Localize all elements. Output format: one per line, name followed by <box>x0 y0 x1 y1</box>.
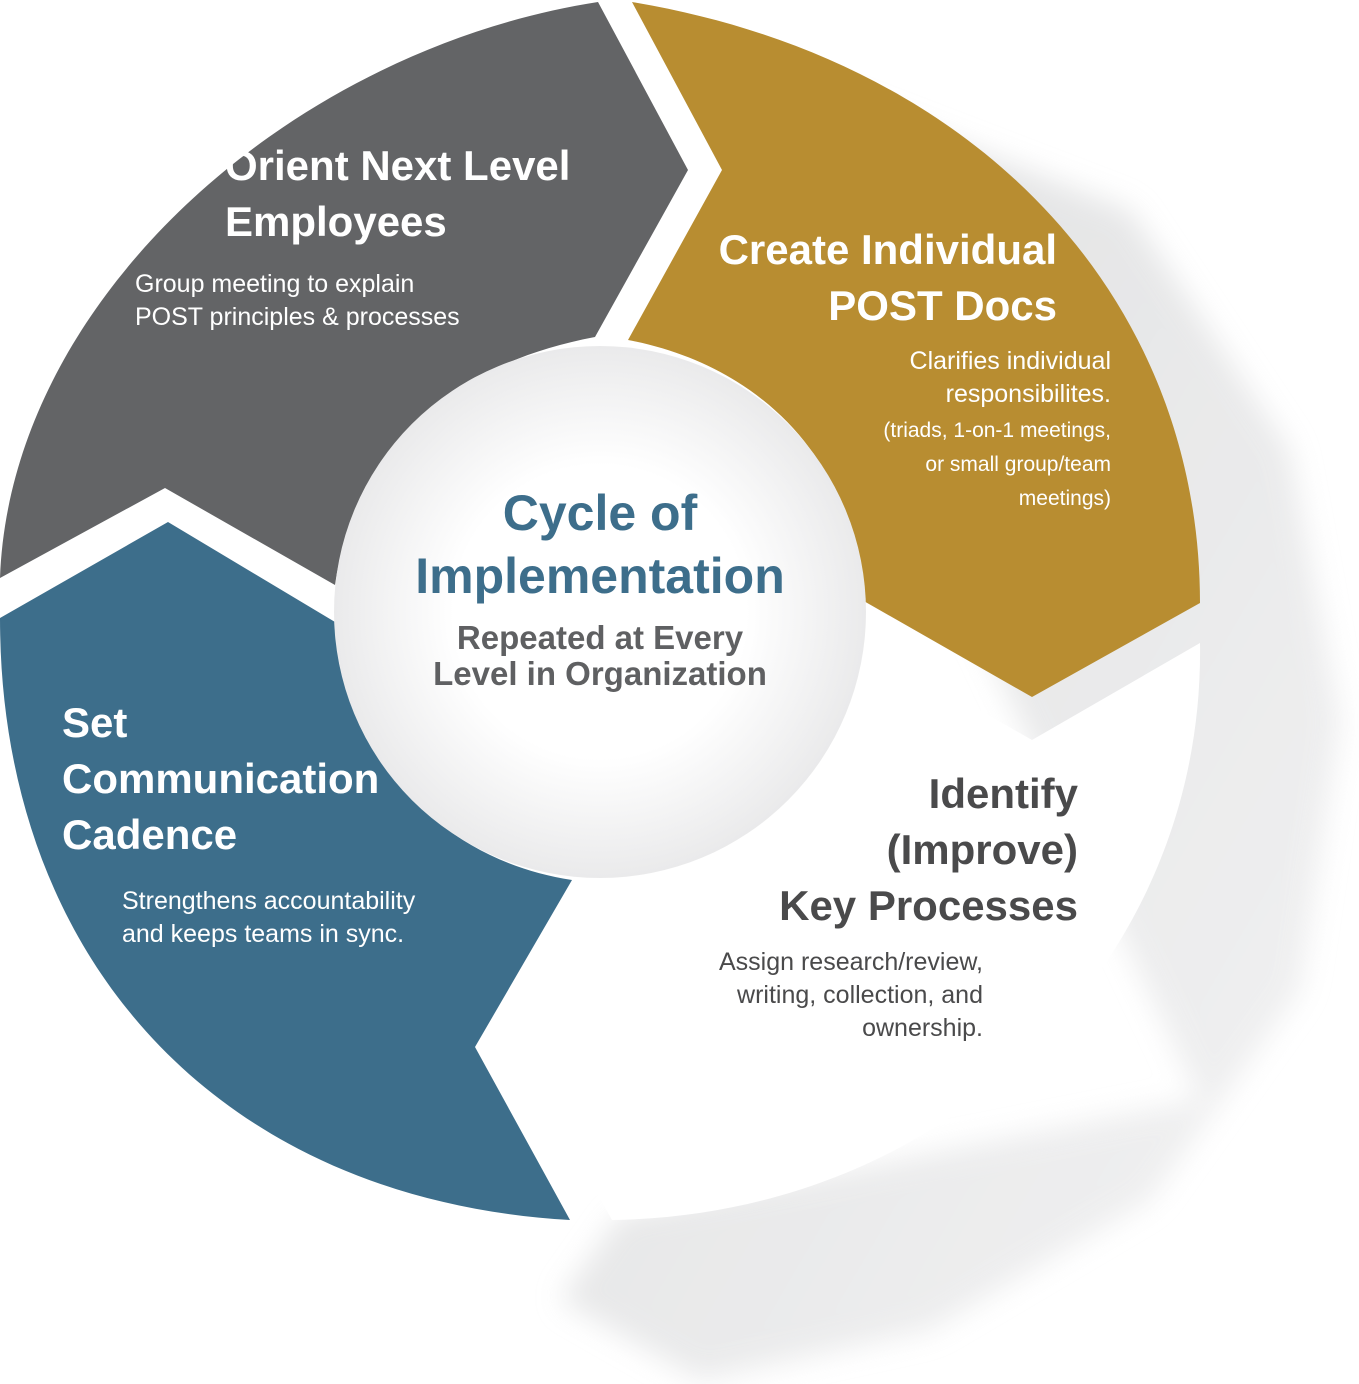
center-subtitle: Repeated at Every Level in Organization <box>350 620 850 692</box>
communication-desc-line-2: and keeps teams in sync. <box>122 920 405 948</box>
communication-title-line-2: Communication <box>62 755 380 802</box>
center-subtitle-line-1: Repeated at Every <box>456 619 744 656</box>
identify-desc-line-1: Assign research/review, <box>718 948 983 976</box>
communication-desc-line-1: Strengthens accountability <box>122 887 416 915</box>
create-title-line-1: Create Individual <box>718 226 1057 273</box>
center-subtitle-line-2: Level in Organization <box>433 655 767 692</box>
create-note-line-1: (triads, 1-on-1 meetings, <box>883 419 1111 442</box>
create-note-line-3: meetings) <box>1018 487 1111 510</box>
identify-desc-line-3: ownership. <box>862 1014 983 1042</box>
center-title: Cycle of Implementation <box>350 482 850 608</box>
orient-description: Group meeting to explain POST principles… <box>135 268 460 334</box>
identify-title-line-1: Identify <box>928 770 1078 817</box>
identify-description: Assign research/review, writing, collect… <box>640 946 983 1045</box>
segment-identify <box>515 643 1201 1220</box>
segment-communication <box>0 522 572 1220</box>
create-title-line-2: POST Docs <box>828 282 1057 329</box>
orient-title: Orient Next Level Employees <box>225 138 570 250</box>
orient-desc-line-1: Group meeting to explain <box>135 270 415 298</box>
create-title: Create Individual POST Docs <box>650 222 1057 334</box>
identify-title-line-2: (Improve) <box>886 826 1078 873</box>
create-note: (triads, 1-on-1 meetings, or small group… <box>780 414 1111 516</box>
communication-description: Strengthens accountability and keeps tea… <box>122 885 415 951</box>
segment-orient <box>0 2 688 585</box>
create-note-line-2: or small group/team <box>925 453 1111 476</box>
orient-title-line-1: Orient Next Level <box>225 142 571 189</box>
create-desc-line-2: responsibilites. <box>945 380 1111 408</box>
communication-title-line-3: Cadence <box>62 811 238 858</box>
center-title-line-2: Implementation <box>415 548 785 604</box>
orient-title-line-2: Employees <box>225 198 447 245</box>
communication-title: Set Communication Cadence <box>62 695 379 863</box>
identify-desc-line-2: writing, collection, and <box>737 981 983 1009</box>
communication-title-line-1: Set <box>62 699 128 746</box>
identify-title-line-3: Key Processes <box>779 882 1078 929</box>
center-hub <box>334 346 866 878</box>
center-title-line-1: Cycle of <box>502 485 698 541</box>
identify-title: Identify (Improve) Key Processes <box>700 766 1078 934</box>
create-description: Clarifies individual responsibilites. <box>780 345 1111 411</box>
orient-desc-line-2: POST principles & processes <box>135 303 460 331</box>
segment-create <box>628 2 1200 697</box>
create-desc-line-1: Clarifies individual <box>909 347 1111 375</box>
